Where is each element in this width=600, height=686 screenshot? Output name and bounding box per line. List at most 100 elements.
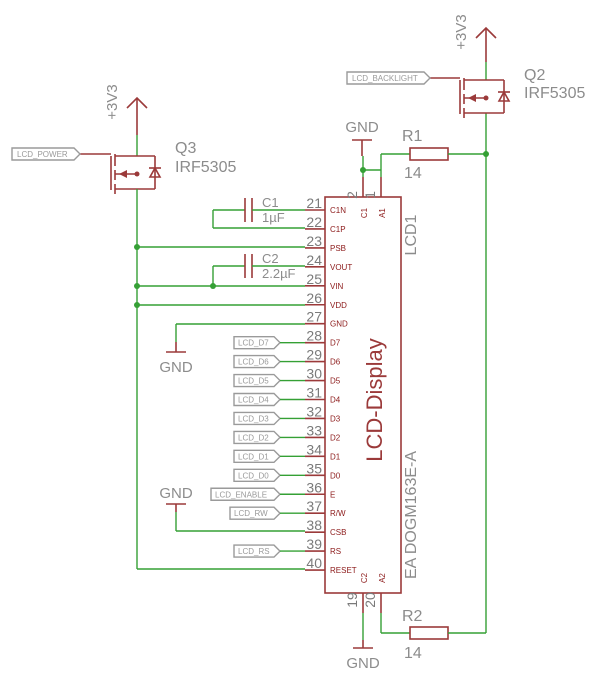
pin-31-number: 31 xyxy=(306,385,322,401)
pin-31-name: D4 xyxy=(330,396,341,405)
net-lcd-rs-tag xyxy=(233,544,281,558)
v33-left-label: +3V3 xyxy=(104,84,121,119)
pin-19-name: C2 xyxy=(360,572,369,583)
net-lcd-d6-tag xyxy=(233,354,281,369)
gnd-top: GND xyxy=(345,119,379,156)
net-lcd-d0-label: LCD_D0 xyxy=(238,471,269,480)
pin-23-number: 23 xyxy=(306,233,322,249)
pin-21-number: 21 xyxy=(306,195,322,211)
r2-value: 14 xyxy=(404,645,422,662)
pin-29-name: D6 xyxy=(330,358,341,367)
net-lcd-d3-label: LCD_D3 xyxy=(238,414,269,423)
pin-40-name: RESET xyxy=(330,566,357,575)
pin-24-name: VOUT xyxy=(330,263,352,272)
gnd-bottom: GND xyxy=(346,640,380,672)
resistor-r2: R2 14 xyxy=(402,608,449,662)
svg-text:LCD_POWER: LCD_POWER xyxy=(17,150,68,159)
net-lcd-d4-tag xyxy=(233,392,281,407)
pin-30-number: 30 xyxy=(306,366,322,382)
net-lcd-d4-label: LCD_D4 xyxy=(238,396,269,405)
pin-36-number: 36 xyxy=(306,479,322,495)
gnd-left-2: GND xyxy=(159,485,305,532)
pin-2-name: C1 xyxy=(360,207,369,218)
pin-29-number: 29 xyxy=(306,347,322,363)
pin-1-number: 1 xyxy=(362,191,378,199)
pin-21-name: C1N xyxy=(330,206,346,215)
net-lcd-d6-label: LCD_D6 xyxy=(238,358,269,367)
resistor-r1: R1 14 xyxy=(402,128,449,182)
svg-text:GND: GND xyxy=(159,359,193,376)
gnd-top-label: GND xyxy=(345,119,379,136)
net-lcd-d1-tag xyxy=(233,449,281,464)
pin-40-number: 40 xyxy=(306,555,322,571)
pin-32-name: D3 xyxy=(330,414,341,423)
pin-39-name: RS xyxy=(330,547,341,556)
lcd-value-label: EA DOGM163E-A xyxy=(403,451,420,579)
pin-25-number: 25 xyxy=(306,271,322,287)
pin-38-name: CSB xyxy=(330,528,346,537)
pin-1-name: A1 xyxy=(378,208,387,218)
lcd-bottom-pins: 19 20 C2 A2 xyxy=(344,572,387,613)
net-lcd-d3-tag xyxy=(233,411,281,426)
pin-23-name: PSB xyxy=(330,244,346,253)
net-lcd-d2-label: LCD_D2 xyxy=(238,433,269,442)
pin-26-name: VDD xyxy=(330,301,347,310)
pin-22-number: 22 xyxy=(306,214,322,230)
net-lcd-d5-tag xyxy=(233,373,281,388)
net-lcd-backlight: LCD_BACKLIGHT xyxy=(346,71,431,85)
pin-20-name: A2 xyxy=(378,573,387,583)
pin-27-name: GND xyxy=(330,320,348,329)
q2-value: IRF5305 xyxy=(524,85,585,102)
pin-35-number: 35 xyxy=(306,460,322,476)
net-lcd-enable-tag xyxy=(210,487,281,501)
svg-text:LCD_BACKLIGHT: LCD_BACKLIGHT xyxy=(352,74,418,83)
pin-24-number: 24 xyxy=(306,252,322,268)
pin-32-number: 32 xyxy=(306,403,322,419)
pin-20-number: 20 xyxy=(362,592,378,608)
c2-ref: C2 xyxy=(262,251,279,266)
v33-top-label: +3V3 xyxy=(453,14,470,49)
pin-34-name: D1 xyxy=(330,452,341,461)
lcd-top-pins: 2 1 C1 A1 xyxy=(344,177,387,218)
q2-ref: Q2 xyxy=(524,67,545,84)
net-lcd-power: LCD_POWER xyxy=(11,147,81,161)
r2-body xyxy=(409,626,449,640)
net-lcd-d0-tag xyxy=(233,468,281,482)
pin-39-number: 39 xyxy=(306,536,322,552)
gnd-left-1: GND xyxy=(159,323,305,376)
pin-38-number: 38 xyxy=(306,517,322,533)
pin-27-number: 27 xyxy=(306,309,322,325)
pin-36-name: E xyxy=(330,490,335,499)
gnd-bottom-label: GND xyxy=(346,655,380,672)
pin-28-name: D7 xyxy=(330,339,341,348)
c2-value: 2.2µF xyxy=(262,266,296,281)
v33-arrow-icon xyxy=(475,26,497,39)
net-lcd-rw-tag xyxy=(229,506,281,520)
data-net-labels: LCD_D7LCD_D6LCD_D5LCD_D4LCD_D3LCD_D2LCD_… xyxy=(210,335,305,558)
q2-diode-icon xyxy=(497,90,511,102)
r1-body xyxy=(409,147,449,161)
net-lcd-enable-label: LCD_ENABLE xyxy=(215,490,267,499)
net-lcd-d1-label: LCD_D1 xyxy=(238,452,269,461)
pin-35-name: D0 xyxy=(330,471,341,480)
q3-diode-icon xyxy=(148,166,162,178)
net-lcd-d7-label: LCD_D7 xyxy=(238,339,269,348)
v33-arrow-left-icon xyxy=(126,96,148,109)
net-lcd-rw-label: LCD_RW xyxy=(234,509,268,518)
net-lcd-d5-label: LCD_D5 xyxy=(238,377,269,386)
svg-text:GND: GND xyxy=(159,485,193,502)
pin-22-name: C1P xyxy=(330,225,346,234)
r2-ref: R2 xyxy=(402,608,423,625)
r1-ref: R1 xyxy=(402,128,423,145)
pin-30-name: D5 xyxy=(330,377,341,386)
pin-26-number: 26 xyxy=(306,290,322,306)
net-lcd-d7-tag xyxy=(233,335,281,350)
capacitor-c2: C2 2.2µF xyxy=(212,251,305,286)
pin-34-number: 34 xyxy=(306,441,322,457)
lcd-ref-label: LCD1 xyxy=(403,214,420,255)
c1-value: 1µF xyxy=(262,210,285,225)
q3-ref: Q3 xyxy=(175,140,196,157)
mosfet-q3: +3V3 Q3 IRF5305 xyxy=(80,84,236,194)
